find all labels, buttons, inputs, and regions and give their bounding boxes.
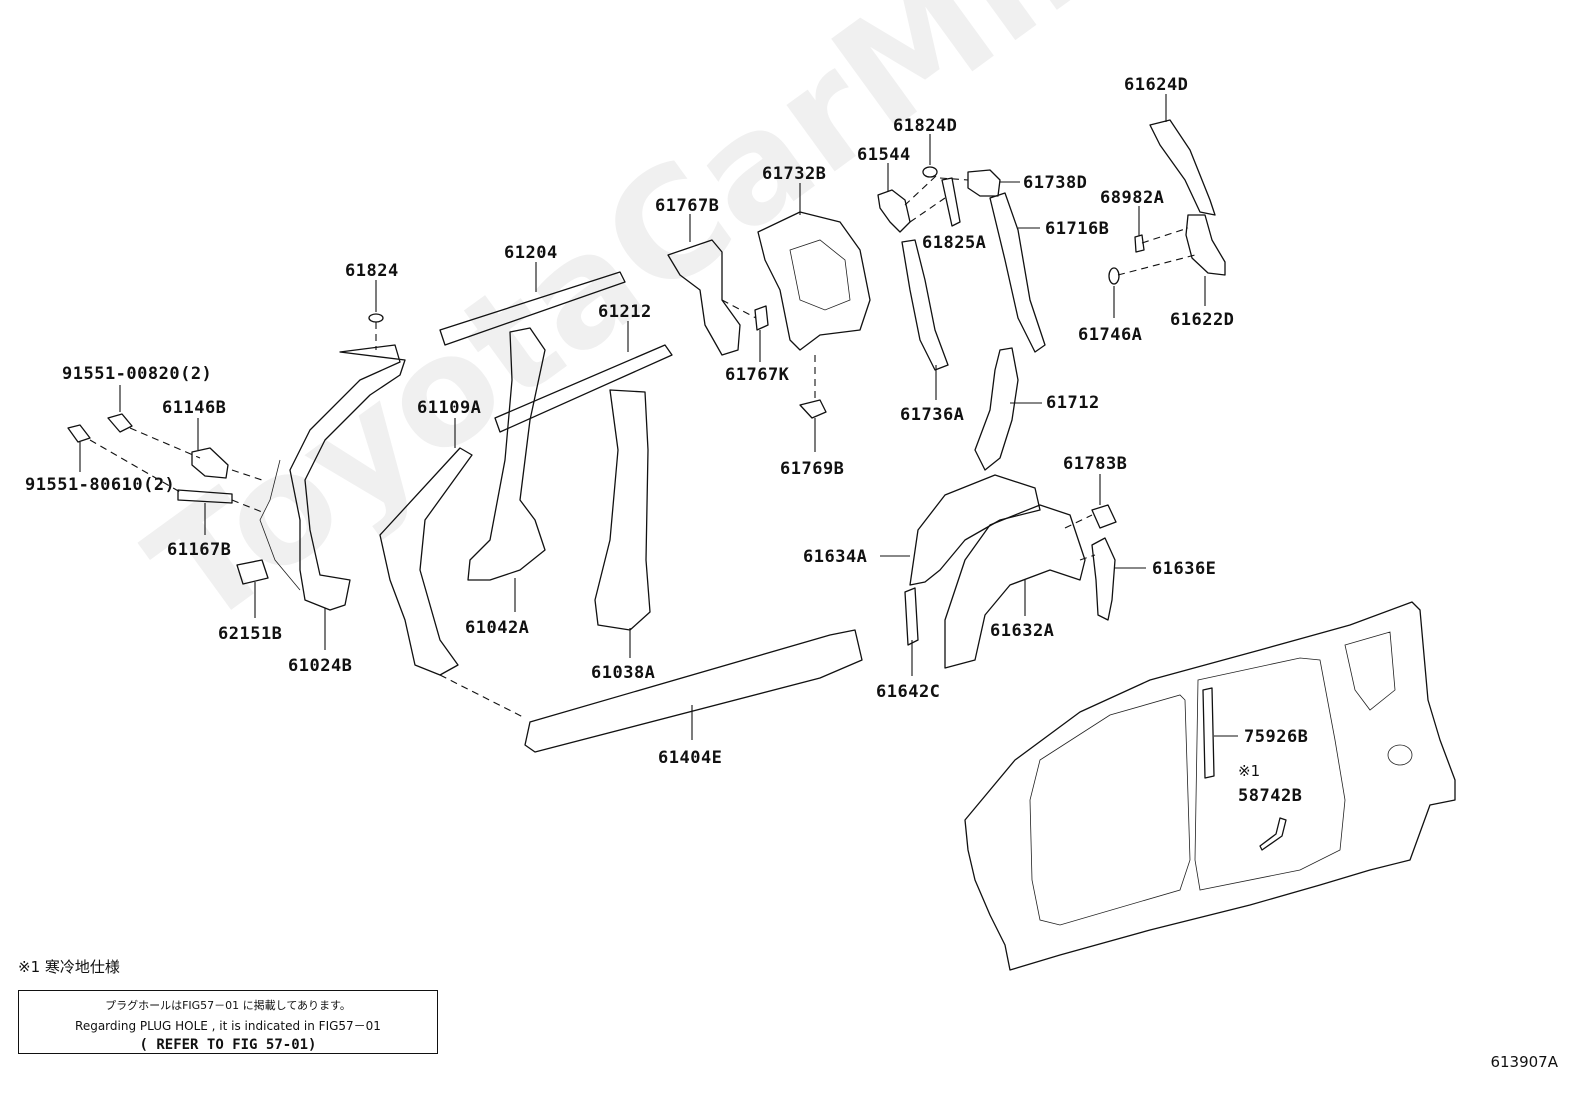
label-58742B: 58742B (1238, 786, 1302, 806)
label-61642C: 61642C (876, 682, 940, 702)
label-61632A: 61632A (990, 621, 1054, 641)
label-61738D: 61738D (1023, 173, 1087, 193)
part-68982A (1134, 234, 1145, 253)
part-61404E (524, 629, 863, 753)
part-61824 (368, 313, 384, 323)
part-61042A (467, 327, 546, 581)
part-61736A (901, 239, 949, 371)
label-61622D: 61622D (1170, 310, 1234, 330)
label-61767K: 61767K (725, 365, 790, 385)
part-75926B (1202, 687, 1215, 779)
part-61642C (904, 587, 919, 646)
label-91551-00820: 91551-00820(2) (62, 364, 212, 384)
label-61736A: 61736A (900, 405, 964, 425)
label-61712: 61712 (1046, 393, 1100, 413)
part-62151B (236, 559, 269, 585)
rear-door-opening (1194, 657, 1346, 891)
part-61732B (757, 211, 871, 351)
front-door-opening (1029, 694, 1191, 926)
label-61042A: 61042A (465, 618, 529, 638)
label-61544: 61544 (857, 145, 911, 165)
part-61109A (379, 447, 473, 676)
label-61767B: 61767B (655, 196, 719, 216)
label-61204: 61204 (504, 243, 558, 263)
label-61212: 61212 (598, 302, 652, 322)
part-body-side-outer (964, 601, 1456, 971)
part-61544 (877, 189, 911, 233)
label-61825A: 61825A (922, 233, 986, 253)
asterisk-marker: ※1 (1238, 762, 1261, 780)
label-61038A: 61038A (591, 663, 655, 683)
part-61716B (989, 192, 1046, 353)
part-61622D (1185, 214, 1226, 276)
bolt-91551-80610 (67, 424, 91, 443)
label-61769B: 61769B (780, 459, 844, 479)
fuel-lid-opening (1387, 744, 1413, 766)
part-61636E (1091, 537, 1116, 621)
part-61212 (494, 344, 673, 433)
note-line-japanese: プラグホールはFIG57－01 に掲載してあります。 (105, 999, 351, 1012)
label-61634A: 61634A (803, 547, 867, 567)
part-61767B (667, 239, 741, 356)
note-line-english: Regarding PLUG HOLE , it is indicated in… (75, 1019, 381, 1033)
part-61634A (909, 474, 1041, 586)
label-61167B: 61167B (167, 540, 231, 560)
part-61024B (289, 344, 406, 611)
part-61738D (967, 169, 1001, 197)
label-61824D: 61824D (893, 116, 957, 136)
label-61146B: 61146B (162, 398, 226, 418)
part-61624D (1149, 119, 1216, 216)
part-61204 (439, 271, 626, 346)
part-61167B (177, 489, 233, 504)
cold-region-note: ※1 寒冷地仕様 (18, 958, 120, 976)
part-61146B (191, 447, 229, 479)
label-61716B: 61716B (1045, 219, 1109, 239)
label-61824: 61824 (345, 261, 399, 281)
label-91551-80610: 91551-80610(2) (25, 475, 175, 495)
label-61404E: 61404E (658, 748, 722, 768)
part-61824D (922, 166, 938, 178)
label-62151B: 62151B (218, 624, 282, 644)
quarter-window (1344, 631, 1396, 711)
part-61783B (1091, 504, 1117, 529)
leader-lines (79, 94, 1238, 740)
label-61024B: 61024B (288, 656, 352, 676)
label-75926B: 75926B (1244, 727, 1308, 747)
plug-hole-note-box: プラグホールはFIG57－01 に掲載してあります。 Regarding PLU… (18, 990, 438, 1054)
part-61746A (1108, 267, 1120, 285)
label-61732B: 61732B (762, 164, 826, 184)
part-number-labels: 61624D 61824D 61544 61738D 61732B 68982A… (25, 75, 1308, 806)
part-61038A (594, 389, 651, 631)
label-68982A: 68982A (1100, 188, 1164, 208)
label-61636E: 61636E (1152, 559, 1216, 579)
part-58742B (1259, 817, 1287, 851)
figure-code: 613907A (1490, 1053, 1558, 1071)
bolt-91551-00820 (107, 413, 133, 433)
part-61767K (754, 305, 769, 331)
label-61109A: 61109A (417, 398, 481, 418)
part-61712 (974, 347, 1019, 471)
label-61783B: 61783B (1063, 454, 1127, 474)
alignment-dashes (89, 175, 1196, 719)
label-61624D: 61624D (1124, 75, 1188, 95)
part-61769B (799, 399, 827, 419)
label-61746A: 61746A (1078, 325, 1142, 345)
part-61825A (941, 177, 961, 227)
note-line-reference: ( REFER TO FIG 57-01) (139, 1037, 317, 1053)
part-61632A (944, 504, 1086, 669)
